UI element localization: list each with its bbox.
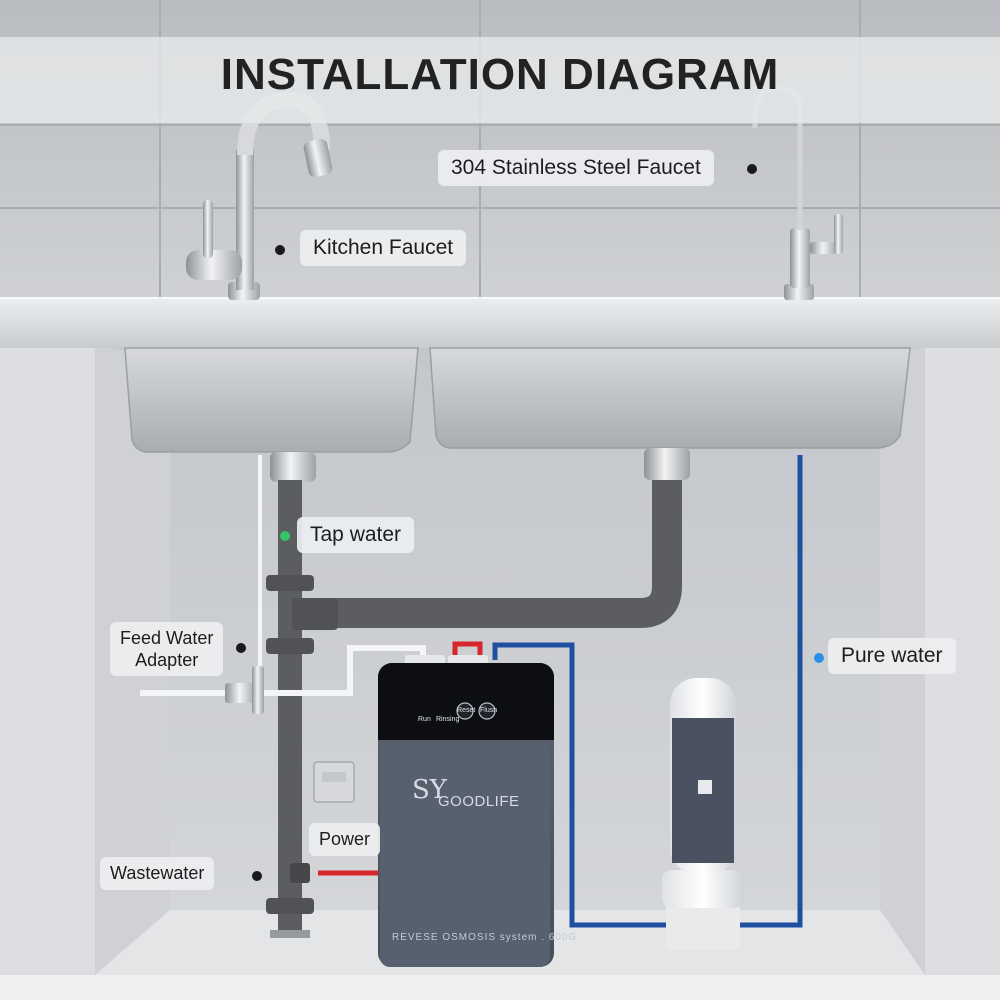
reset-button[interactable]: Reset: [457, 707, 476, 714]
sink-right: [429, 347, 911, 449]
brand-name: GOODLIFE: [438, 793, 520, 810]
hot-line: [452, 641, 483, 660]
flush-button[interactable]: Flush: [480, 707, 498, 714]
sink-left: [124, 347, 419, 453]
feed-water-line: [140, 645, 426, 696]
model-text: REVESE OSMOSIS system . 600G: [392, 932, 578, 943]
pure-water-line: [492, 455, 803, 928]
label-feed-line-1: Feed Water: [120, 628, 214, 648]
label-feed-line-2: Adapter: [135, 650, 199, 670]
label-wastewater: Wastewater: [100, 857, 215, 890]
marker-dot: [252, 871, 262, 881]
ro-unit-graphic: [378, 655, 554, 967]
brand-logo: SY: [412, 775, 447, 805]
label-tap-water: Tap water: [297, 517, 415, 553]
cabinet-left-wall: [0, 345, 95, 1000]
drain-pipe: [266, 480, 682, 938]
strainer-right: [644, 448, 690, 480]
marker-dot: [236, 643, 246, 653]
label-feed-water-adapter: Feed Water Adapter: [110, 622, 224, 676]
status-rinsing: Rinsing: [436, 716, 460, 723]
marker-dot: [747, 164, 757, 174]
marker-dot: [275, 245, 285, 255]
title-band: [0, 37, 1000, 123]
label-steel-faucet: 304 Stainless Steel Faucet: [438, 150, 714, 186]
strainer-left: [270, 452, 316, 482]
marker-dot-green: [280, 531, 290, 541]
marker-dot-blue: [814, 653, 824, 663]
kitchen-faucet-graphic: [186, 91, 333, 300]
status-run: Run: [418, 716, 431, 723]
label-pure-water: Pure water: [828, 638, 956, 674]
filter-cartridge-graphic: [662, 678, 744, 950]
countertop: [0, 298, 1000, 348]
label-kitchen-faucet: Kitchen Faucet: [300, 230, 467, 266]
label-power: Power: [309, 823, 381, 856]
diagram-title: INSTALLATION DIAGRAM: [220, 50, 780, 99]
feed-adapter-graphic: [225, 666, 264, 714]
